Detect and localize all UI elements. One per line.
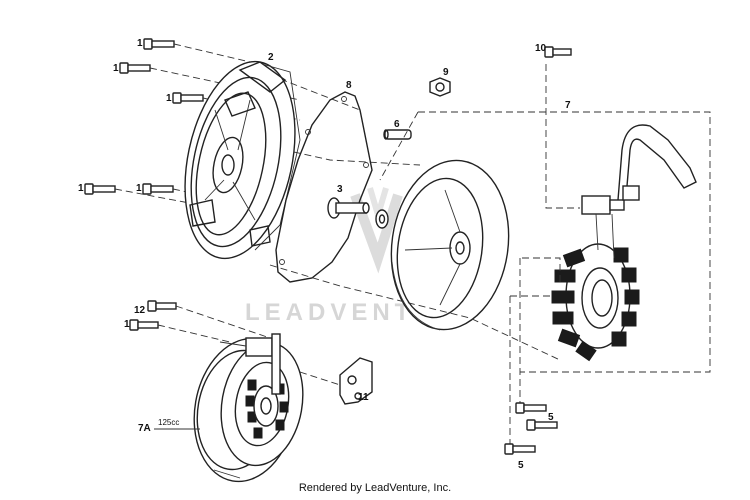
callout-7a: 7A xyxy=(138,423,151,434)
callout-7: 7 xyxy=(565,100,571,111)
callout-10: 10 xyxy=(535,43,547,54)
bolt-1d[interactable] xyxy=(84,183,116,195)
callout-1a: 1 xyxy=(137,38,143,49)
footer-credit: Rendered by LeadVenture, Inc. xyxy=(298,482,452,494)
callout-6: 6 xyxy=(394,119,400,130)
callout-11: 11 xyxy=(358,392,369,403)
bolt-1c[interactable] xyxy=(172,92,204,104)
crankcase-cover-2[interactable] xyxy=(168,51,311,268)
callout-12a: 12 xyxy=(134,305,146,316)
callout-1c: 1 xyxy=(166,93,172,104)
shaft-3[interactable] xyxy=(327,197,389,229)
bolt-10[interactable] xyxy=(544,46,572,58)
callout-1f: 1 xyxy=(124,319,130,330)
variant-note: 125cc xyxy=(158,418,179,427)
flywheel-rotor[interactable] xyxy=(381,153,520,337)
callout-5a: 5 xyxy=(548,412,554,423)
callout-2: 2 xyxy=(268,52,274,63)
bolt-5a[interactable] xyxy=(515,402,558,431)
callout-8: 8 xyxy=(346,80,352,91)
gasket-8[interactable] xyxy=(275,91,373,283)
bolt-1e[interactable] xyxy=(142,183,174,195)
callout-9: 9 xyxy=(443,67,449,78)
callout-1d: 1 xyxy=(78,183,84,194)
stator-assembly-7a[interactable] xyxy=(183,330,312,489)
callout-1b: 1 xyxy=(113,63,119,74)
callout-3: 3 xyxy=(337,184,343,195)
bracket-11[interactable] xyxy=(299,357,373,405)
bolt-1b[interactable] xyxy=(119,62,151,74)
stator-7[interactable] xyxy=(551,124,697,362)
callout-5b: 5 xyxy=(518,460,524,471)
bolt-12[interactable] xyxy=(147,300,177,312)
bolt-5b[interactable] xyxy=(504,443,536,455)
bolt-1a[interactable] xyxy=(143,38,175,50)
nut-9[interactable] xyxy=(429,77,451,97)
bolt-1f[interactable] xyxy=(129,319,159,331)
callout-1e: 1 xyxy=(136,183,142,194)
